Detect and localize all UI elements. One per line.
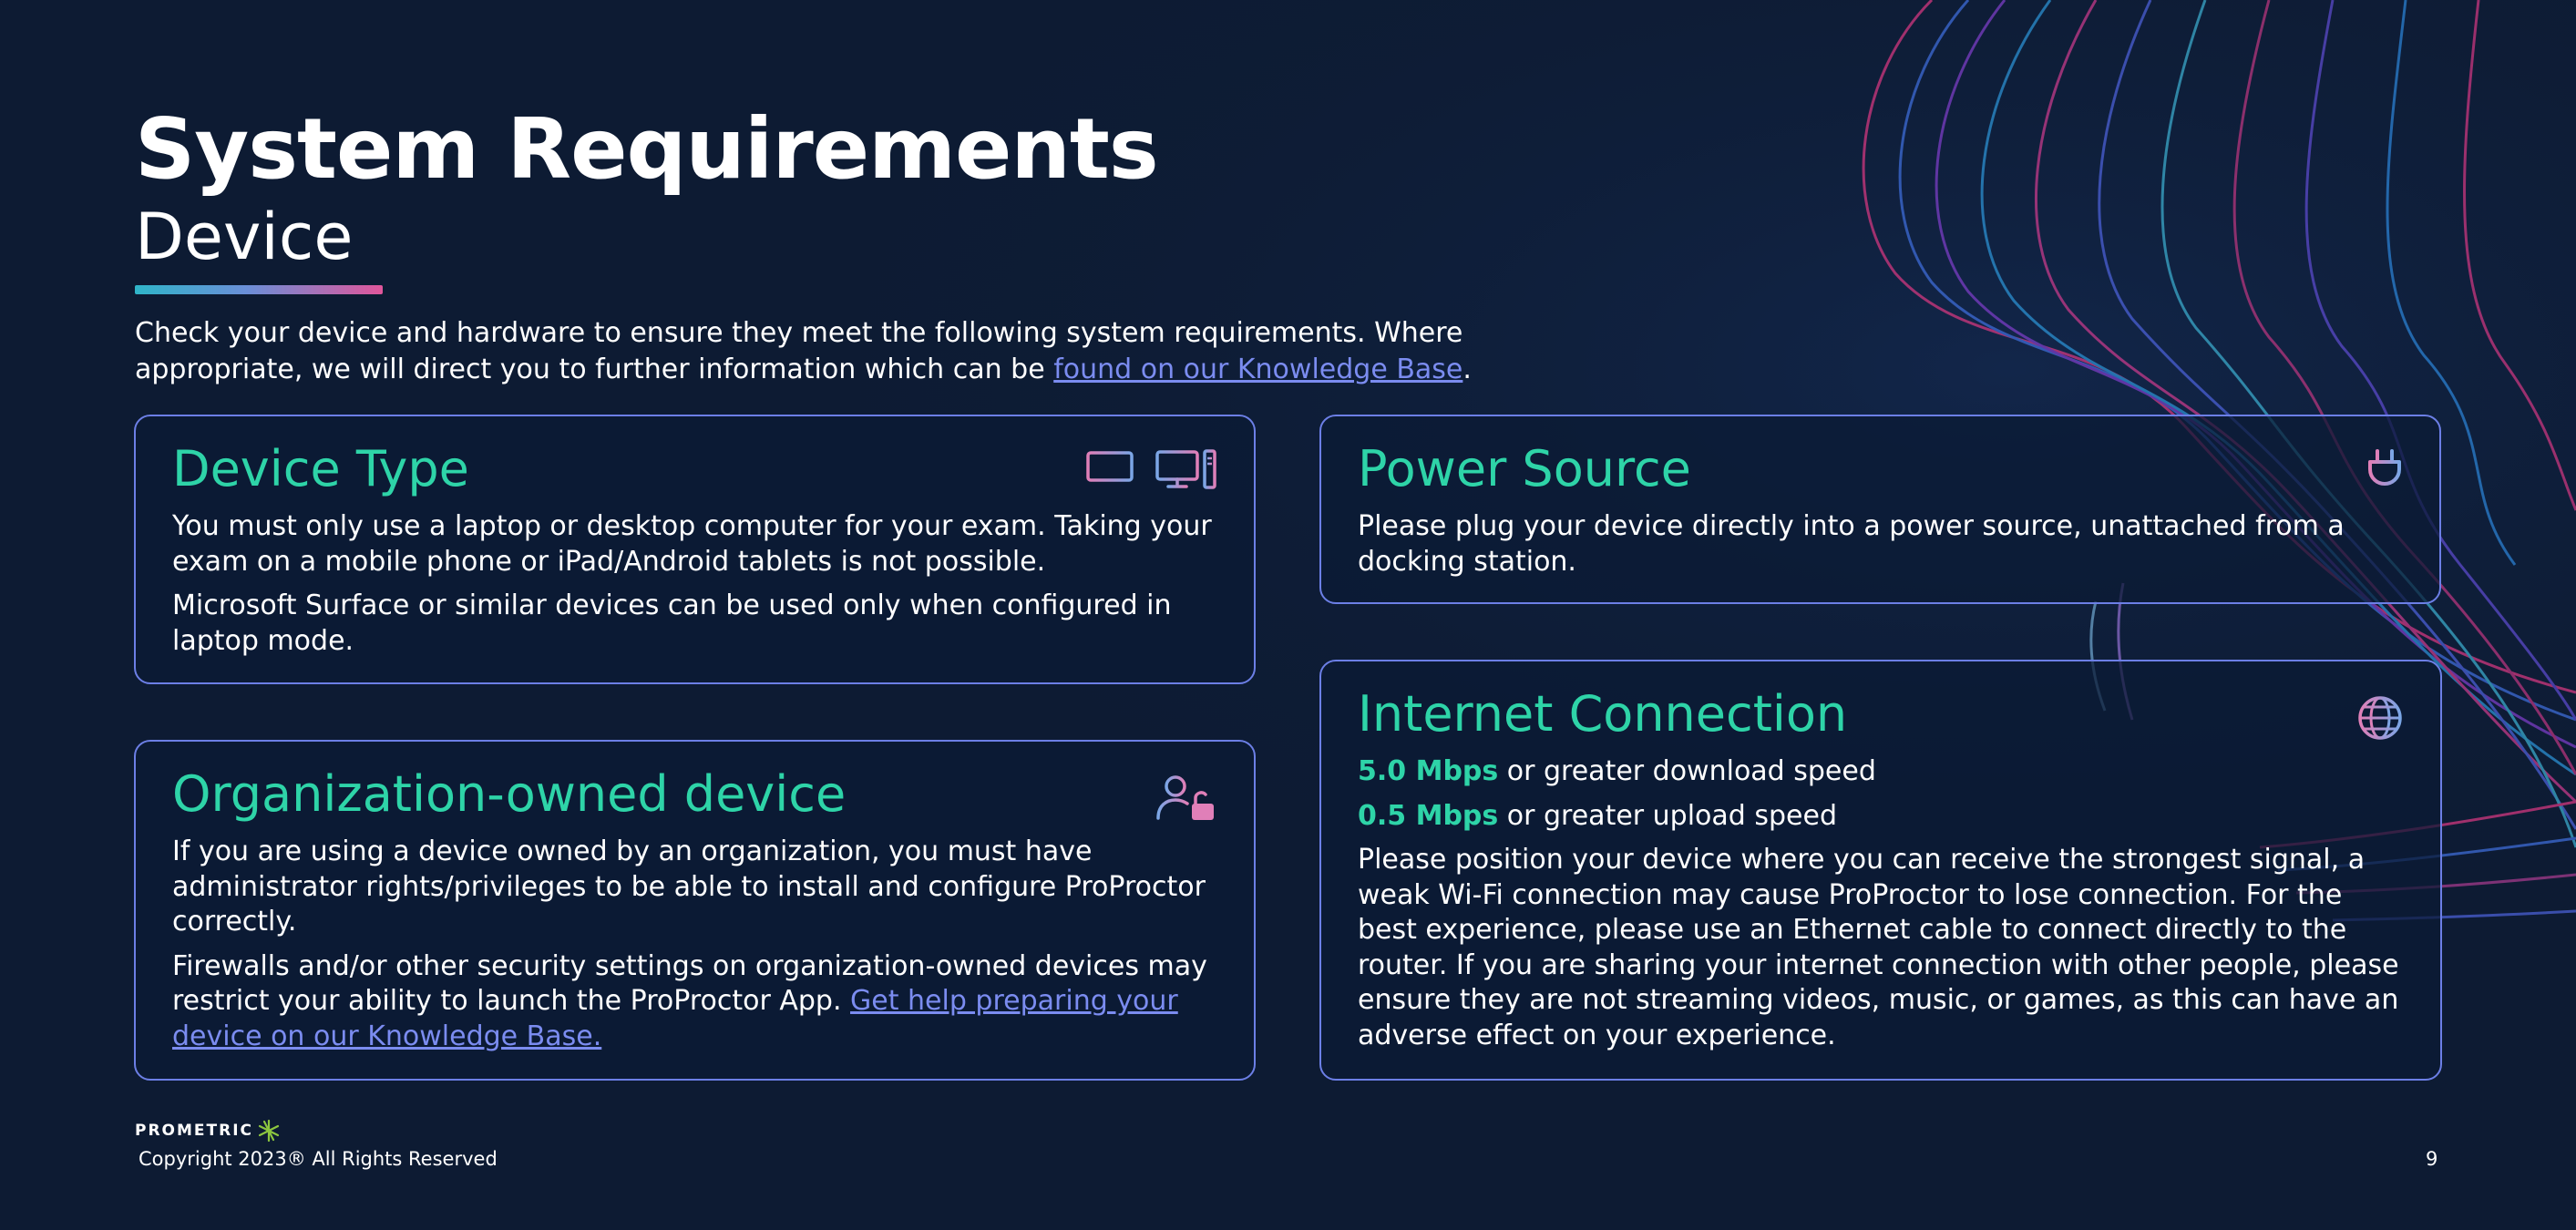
device-type-text-2: Microsoft Surface or similar devices can… (172, 589, 1172, 657)
globe-icon (2356, 694, 2404, 742)
download-speed-line: 5.0 Mbps or greater download speed (1358, 754, 2404, 790)
desktop-computer-icon (1155, 449, 1217, 489)
get-help-link[interactable]: Get help preparing your device on our Kn… (172, 985, 1178, 1052)
user-unlock-icon (1155, 774, 1217, 822)
power-source-title: Power Source (1358, 440, 1691, 497)
device-type-card: Device Type You must only use a laptop o… (134, 415, 1256, 684)
org-device-card: Organization-owned device If you are usi… (134, 740, 1256, 1081)
power-source-card: Power Source Please plug your device dir… (1319, 415, 2441, 604)
org-device-title: Organization-owned device (172, 765, 847, 823)
internet-connection-text: Please position your device where you ca… (1358, 844, 2399, 1051)
logo-star-icon (258, 1119, 280, 1143)
laptop-icon (1081, 450, 1139, 488)
org-device-text-2-body: Firewalls and/or other security settings… (172, 949, 1207, 1018)
page-subtitle: Device (135, 200, 354, 274)
org-device-icons (1155, 774, 1217, 822)
knowledge-base-link[interactable]: found on our Knowledge Base (1053, 354, 1463, 385)
upload-speed-line: 0.5 Mbps or greater upload speed (1358, 799, 2404, 835)
org-device-text-1: If you are using a device owned by an or… (172, 835, 1206, 938)
copyright-text: Copyright 2023® All Rights Reserved (139, 1148, 498, 1170)
internet-connection-icons (2356, 694, 2404, 742)
download-speed-text: or greater download speed (1498, 755, 1876, 787)
prometric-logo: PROMETRIC (135, 1119, 281, 1143)
title-underline (135, 285, 383, 294)
logo-text: PROMETRIC (135, 1122, 254, 1140)
page-number: 9 (2426, 1148, 2438, 1170)
power-plug-icon (2366, 449, 2403, 498)
power-source-text: Please plug your device directly into a … (1358, 510, 2345, 578)
device-type-text-1: You must only use a laptop or desktop co… (172, 510, 1212, 578)
intro-end: . (1462, 354, 1472, 385)
download-speed-value: 5.0 Mbps (1358, 755, 1499, 787)
intro-text: Check your device and hardware to ensure… (135, 317, 1463, 385)
power-source-icons (2366, 449, 2403, 498)
upload-speed-value: 0.5 Mbps (1358, 799, 1499, 832)
internet-connection-card: Internet Connection 5.0 Mbps or greater … (1319, 660, 2442, 1081)
intro-paragraph: Check your device and hardware to ensure… (135, 315, 1593, 388)
page-title: System Requirements (135, 100, 1159, 198)
device-type-title: Device Type (172, 440, 469, 497)
upload-speed-text: or greater upload speed (1498, 799, 1837, 832)
device-type-icons (1081, 449, 1217, 489)
internet-connection-title: Internet Connection (1358, 685, 1848, 743)
org-device-text-2: Firewalls and/or other security settings… (172, 949, 1217, 1055)
